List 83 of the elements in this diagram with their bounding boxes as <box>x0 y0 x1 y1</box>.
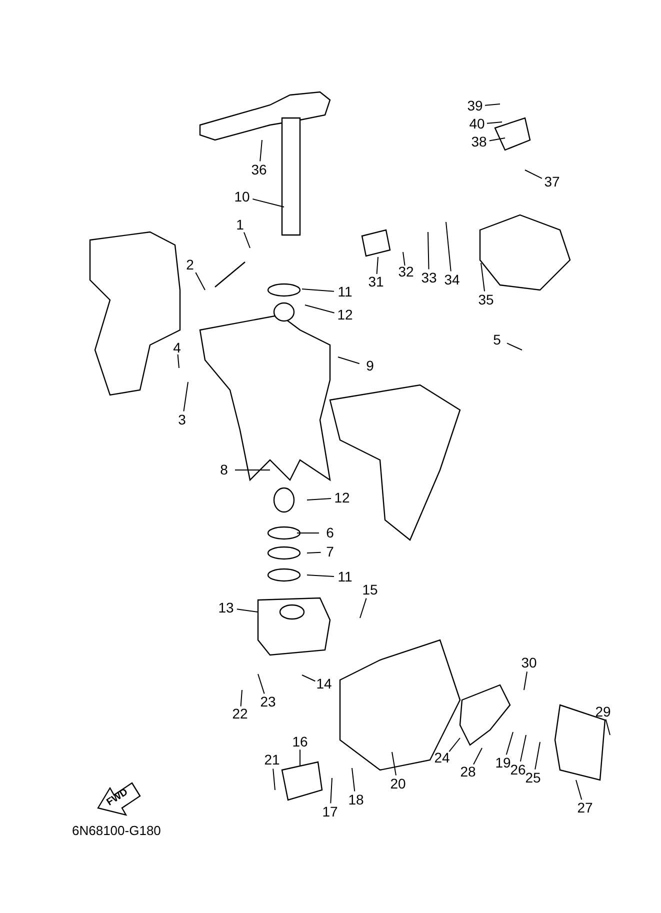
leader-line <box>605 718 610 736</box>
callout-number: 25 <box>525 770 541 786</box>
leader-line <box>330 778 332 804</box>
leader-line <box>484 104 500 106</box>
leader-line <box>524 170 542 179</box>
leader-line <box>506 342 522 350</box>
callout-number: 5 <box>493 332 501 348</box>
callout-number: 22 <box>232 706 248 722</box>
callout-number: 13 <box>218 600 234 616</box>
callout-number: 34 <box>444 272 460 288</box>
callout-number: 30 <box>521 656 537 670</box>
callout-number: 27 <box>577 800 593 816</box>
callout-number: 36 <box>251 162 267 178</box>
callout-number: 12 <box>334 490 350 506</box>
callout-number: 33 <box>421 270 437 286</box>
callout-number: 37 <box>544 174 560 190</box>
leader-line <box>520 734 526 762</box>
leader-line <box>306 552 322 554</box>
leader-line <box>352 768 356 792</box>
leader-line <box>236 608 258 612</box>
leader-line <box>446 222 452 272</box>
callout-number: 23 <box>260 694 276 710</box>
callout-number: 40 <box>469 116 485 132</box>
leader-line <box>338 356 360 364</box>
leader-line <box>244 232 250 248</box>
leader-line <box>392 752 396 776</box>
callout-number: 6 <box>326 526 334 540</box>
leader-line <box>195 272 206 290</box>
leader-line <box>302 288 335 292</box>
callout-number: 3 <box>178 412 186 428</box>
leader-line <box>480 262 486 292</box>
callout-number: 28 <box>460 764 476 780</box>
leader-line <box>302 674 316 682</box>
callout-number: 2 <box>186 258 194 272</box>
leader-line <box>260 140 262 162</box>
callout-number: 7 <box>326 544 334 560</box>
leader-line <box>240 690 242 707</box>
callout-number: 38 <box>471 134 487 150</box>
leader-line <box>506 732 514 756</box>
leader-line <box>177 354 180 368</box>
leader-line <box>428 232 430 270</box>
leader-line <box>524 671 528 690</box>
leader-line <box>306 574 335 578</box>
callout-number: 31 <box>368 274 384 290</box>
leader-line <box>258 674 265 694</box>
callout-number: 10 <box>234 190 250 204</box>
leader-line <box>306 498 332 500</box>
leader-line <box>252 198 284 208</box>
leader-line <box>534 742 540 770</box>
callout-number: 9 <box>366 358 374 374</box>
callout-number: 11 <box>338 570 352 584</box>
leader-line <box>360 598 367 618</box>
leader-line <box>576 780 582 800</box>
callout-number: 26 <box>510 762 526 778</box>
leader-line <box>448 738 460 752</box>
callout-number: 14 <box>316 676 332 692</box>
callout-number: 1 <box>236 218 244 232</box>
callout-number: 35 <box>478 292 494 308</box>
callout-number: 12 <box>337 308 353 322</box>
leader-line <box>402 252 406 266</box>
leader-line <box>473 748 482 765</box>
leader-line <box>272 768 276 790</box>
leader-line <box>183 382 188 412</box>
callout-number: 4 <box>173 340 181 356</box>
callout-number: 39 <box>467 98 483 114</box>
callout-number: 24 <box>434 750 450 766</box>
callout-number: 21 <box>264 752 280 768</box>
callout-number: 18 <box>348 792 364 808</box>
callout-number: 15 <box>362 582 378 598</box>
part-code: 6N68100-G180 <box>72 823 161 838</box>
leader-line <box>296 532 320 534</box>
leader-line <box>486 122 502 124</box>
callout-number: 17 <box>322 804 338 820</box>
callout-number: 20 <box>390 776 406 792</box>
callout-number: 8 <box>220 462 228 478</box>
callout-number: 32 <box>398 264 414 280</box>
leader-line <box>376 256 378 274</box>
callout-number: 16 <box>292 734 308 750</box>
leader-line <box>488 138 506 142</box>
leader-line <box>304 304 335 314</box>
callout-number: 19 <box>495 756 511 770</box>
callout-number: 11 <box>338 284 352 300</box>
callout-number: 29 <box>595 704 611 720</box>
